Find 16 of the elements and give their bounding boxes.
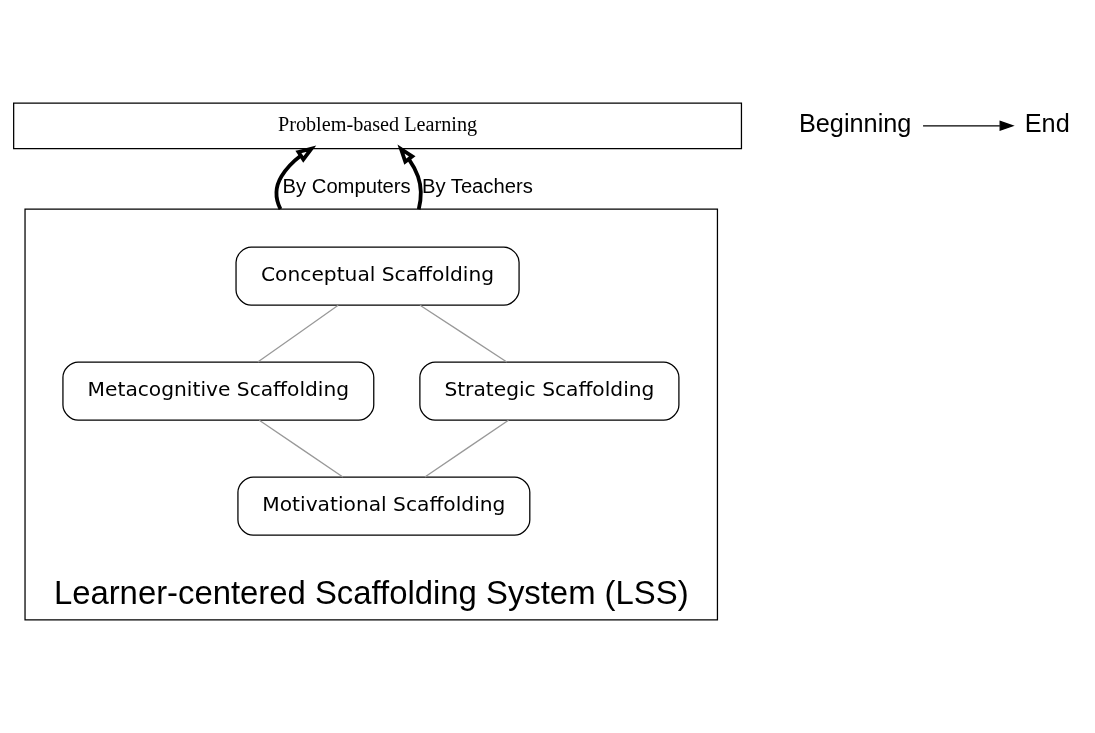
connector [424, 419, 510, 478]
arrow [397, 144, 423, 210]
node-box: Motivational Scaffolding [237, 476, 531, 536]
node-text: Beginning [798, 109, 912, 138]
edge-label: By Teachers [421, 174, 533, 197]
connector [419, 304, 508, 363]
arrow [274, 145, 317, 210]
edge-label: By Computers [282, 174, 411, 197]
node-box: Metacognitive Scaffolding [62, 361, 375, 421]
arrow [922, 120, 1015, 132]
connector [258, 419, 344, 478]
node-box: Conceptual Scaffolding [235, 246, 520, 306]
connector [257, 304, 339, 363]
node-text: End [1024, 109, 1070, 138]
node-box: Problem-based Learning [13, 102, 743, 150]
node-box: Strategic Scaffolding [419, 361, 680, 421]
